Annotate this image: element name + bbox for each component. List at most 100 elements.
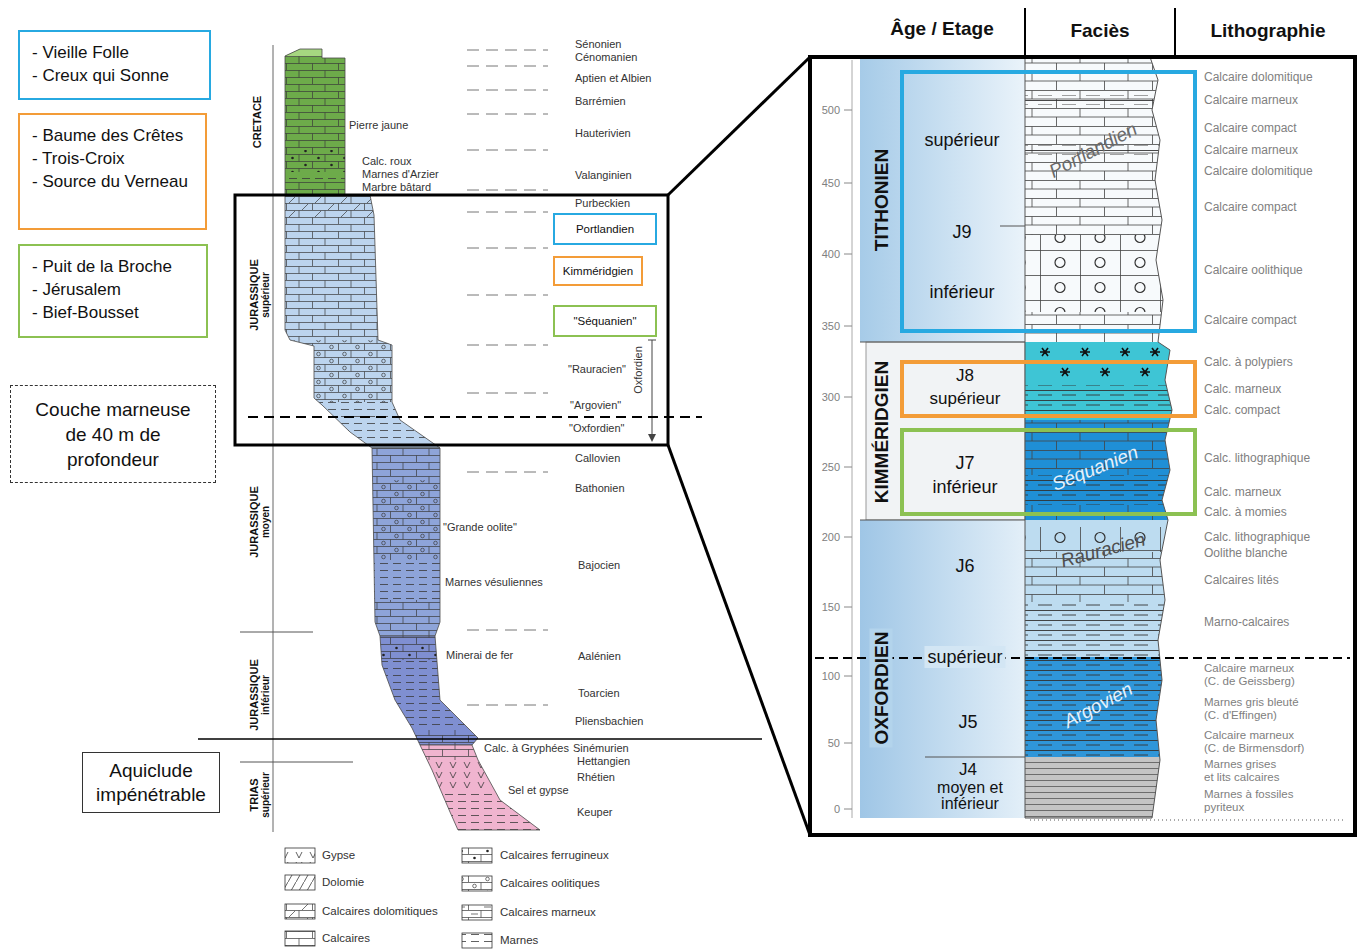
label-text: Keuper	[577, 806, 612, 819]
label-text: Aptien et Albien	[575, 72, 651, 85]
label-text: KIMMÉRIDGIEN	[870, 361, 893, 504]
label-text: Calcaire marneux (C. de Geissberg)	[1204, 662, 1312, 688]
label-text: "Grande oolite"	[443, 521, 517, 534]
marl-pattern	[1025, 475, 1175, 505]
legend-swatch	[462, 933, 492, 948]
legend-swatch	[285, 848, 315, 863]
label-text: Calcaire marneux (C. de Birmensdorf)	[1204, 729, 1312, 755]
label-text: Calc. à Gryphées	[484, 742, 569, 755]
label-text: Callovien	[575, 452, 620, 465]
marl-pattern	[280, 402, 450, 448]
label-text: Calc. lithographique	[1204, 451, 1310, 465]
label-text: Marnes d'Arzier	[362, 168, 439, 181]
label-text: Marno-calcaires	[1204, 615, 1289, 629]
marl-limit-dashed	[248, 416, 702, 418]
label-text: Séquanien	[1049, 440, 1142, 495]
label-text: J4	[959, 760, 977, 780]
era-tick	[240, 762, 353, 763]
oolitic-pattern	[280, 340, 450, 402]
marl-lines	[1025, 757, 1175, 818]
sequanien-facies	[1025, 420, 1175, 520]
label-text: Calcaire compact	[1204, 313, 1297, 327]
label-text: 200	[822, 531, 840, 544]
node-text: inférieur	[932, 476, 997, 498]
label-text: Calcaire compact	[1204, 121, 1297, 135]
cretaceous-top	[280, 45, 350, 57]
label-text: Hauterivien	[575, 127, 631, 140]
tithonien-facies	[1025, 57, 1175, 342]
label-text: "Rauracien"	[568, 363, 626, 376]
label-text: Marnes à fossiles pyriteux	[1204, 788, 1304, 814]
facies-column	[1025, 57, 1175, 818]
depth-ticks	[844, 110, 852, 809]
kimmeridgien-upper-facies	[1025, 342, 1175, 420]
label-text: 0	[834, 803, 840, 816]
label-text: Marbre bâtard	[362, 181, 431, 194]
label-text: Calcaire oolithique	[1204, 263, 1303, 277]
node-text: "Séquanien"	[573, 314, 636, 328]
node-text: - Vieille Folle	[32, 41, 203, 64]
label-text: 100	[822, 670, 840, 683]
limestone-pattern	[365, 600, 445, 636]
label-text: Valanginien	[575, 169, 632, 182]
label-text: "Oxfordien"	[569, 422, 625, 435]
stage-box: Portlandien	[553, 213, 657, 245]
legend-swatch	[462, 848, 492, 863]
site-group-box: - Puit de la Broche- Jérusalem- Bief-Bou…	[18, 244, 208, 338]
node-text: inférieur	[929, 281, 994, 303]
label-text: Sel et gypse	[508, 784, 569, 797]
limestone-pattern	[375, 730, 485, 745]
node-text: - Trois-Croix	[32, 147, 199, 170]
marl-pattern	[1025, 657, 1175, 757]
legend-swatch	[285, 904, 315, 919]
marl-pattern	[375, 660, 485, 730]
label-text: 450	[822, 177, 840, 190]
marl-pattern	[1025, 95, 1175, 105]
label-text: OXFORDIEN	[870, 629, 893, 748]
legend-text: Calcaires ferrugineux	[500, 848, 609, 862]
label-text: supérieur	[260, 272, 272, 318]
label-text: Calcaire compact	[1204, 200, 1297, 214]
label-text: moyen et inférieur	[924, 780, 1016, 812]
label-text: Rauracien	[1058, 528, 1148, 573]
label-text: supérieur	[924, 646, 1005, 668]
label-text: inférieur	[260, 675, 272, 715]
limestone-pattern	[365, 448, 445, 480]
oxfordien-bracket-tick	[648, 340, 656, 341]
node-text: - Jérusalem	[32, 278, 200, 301]
label-text: Marnes gris bleuté (C. d'Effingen)	[1204, 696, 1312, 722]
label-text: Pierre jaune	[349, 119, 408, 132]
node-text: - Creux qui Sonne	[32, 64, 203, 87]
label-text: Calcaire dolomitique	[1204, 70, 1313, 84]
detail-log	[810, 8, 1355, 835]
oxfordien-bracket-head	[648, 434, 656, 442]
node-text: - Baume des Crêtes	[32, 124, 199, 147]
label-text: Hettangien	[577, 755, 630, 768]
zone-box: J7inférieur	[900, 428, 1197, 516]
limestone-pattern	[1025, 312, 1175, 342]
label-text: Minerai de fer	[446, 649, 513, 662]
node-text: Couche marneuse de 40 m de profondeur	[33, 397, 193, 472]
marl-pattern	[365, 560, 445, 600]
label-text: JURASSIQUE	[248, 659, 261, 731]
facies-outline	[1025, 57, 1172, 818]
node-text: - Puit de la Broche	[32, 255, 200, 278]
legend-swatch	[285, 931, 315, 946]
legend-swatches	[285, 848, 492, 948]
dolomitic-pattern	[280, 195, 450, 217]
legend-text: Calcaires dolomitiques	[322, 904, 438, 918]
label-text: Marnes grises et lits calcaires	[1204, 758, 1288, 784]
label-text: Faciès	[1070, 19, 1129, 42]
label-text: 50	[828, 737, 840, 750]
upper-jurassic-outline	[285, 195, 440, 448]
label-text: Oolithe blanche	[1204, 546, 1287, 560]
label-text: Portlandien	[1045, 117, 1141, 182]
node-text: supérieur	[924, 129, 999, 151]
oolitic-pattern	[365, 480, 445, 560]
oxfordien-age-band	[860, 520, 1025, 818]
marl-limit-dashed	[815, 657, 1350, 659]
node-text: J8	[956, 366, 974, 386]
marl-pattern	[280, 172, 350, 182]
label-text: Calcaire dolomitique	[1204, 164, 1313, 178]
